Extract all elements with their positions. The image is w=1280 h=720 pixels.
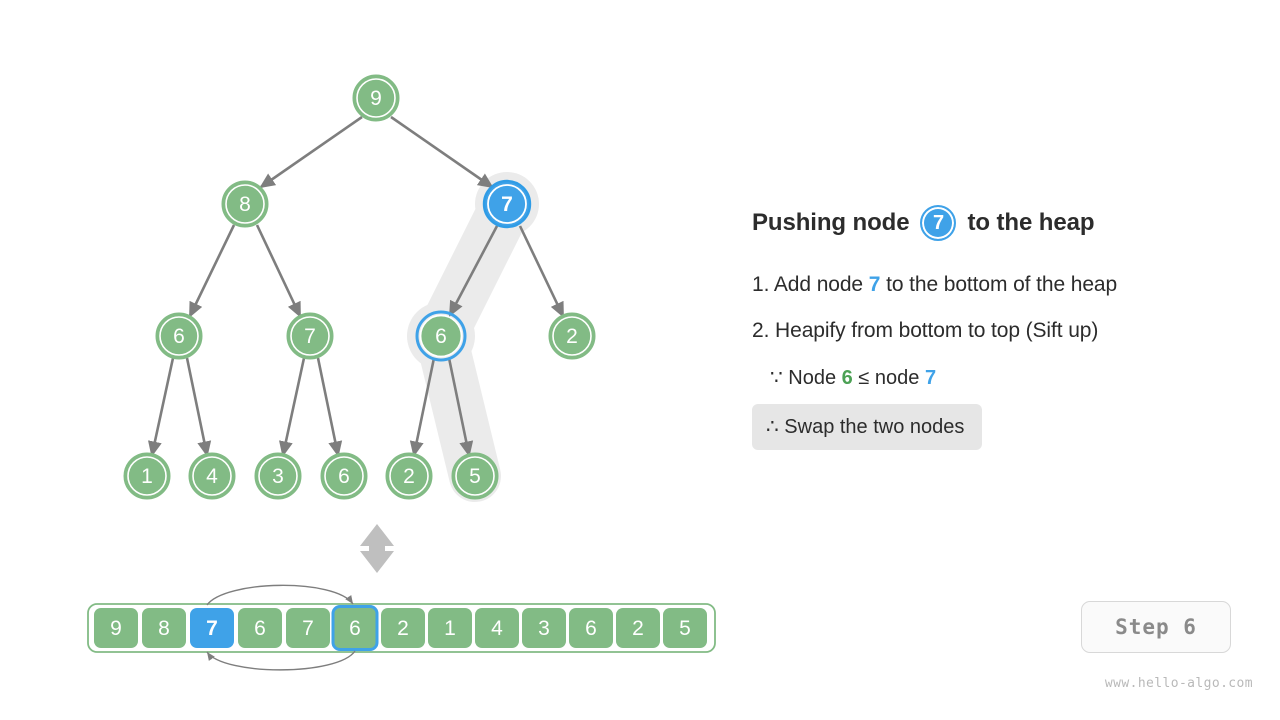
- array-cell-label: 6: [254, 617, 266, 640]
- tree-node[interactable]: 6: [320, 452, 368, 500]
- reason-prefix: Node: [782, 367, 842, 389]
- tree-array-link-arrow: [360, 524, 394, 573]
- tree-node[interactable]: 4: [188, 452, 236, 500]
- step-item-1: 1. Add node 7 to the bottom of the heap: [752, 273, 1252, 297]
- array-cell-label: 7: [206, 617, 218, 640]
- array-cell[interactable]: 6: [238, 608, 282, 648]
- step-2-text: 2. Heapify from bottom to top (Sift up): [752, 319, 1099, 342]
- tree-node-label: 7: [304, 325, 316, 348]
- tree-node-label: 6: [338, 465, 350, 488]
- tree-node-label: 2: [566, 325, 578, 348]
- reason-right-value: 7: [924, 367, 937, 389]
- array-cell[interactable]: 4: [475, 608, 519, 648]
- array-representation: 9 8 7 6 7 6 2: [87, 603, 716, 653]
- array-cell-label: 3: [538, 617, 550, 640]
- tree-node-label: 8: [239, 193, 251, 216]
- array-cell-label: 2: [397, 617, 409, 640]
- tree-node-active[interactable]: 7: [482, 179, 532, 229]
- tree-node-label: 5: [469, 465, 481, 488]
- tree-node-label: 7: [501, 193, 513, 216]
- tree-node-label: 1: [141, 465, 153, 488]
- reason-left-value: 6: [841, 367, 853, 389]
- tree-node-label: 9: [370, 87, 382, 110]
- array-cell[interactable]: 9: [94, 608, 138, 648]
- step-1-prefix: 1. Add node: [752, 273, 869, 296]
- tree-node-target[interactable]: 6: [415, 310, 467, 362]
- panel-title-node-chip: 7: [920, 205, 957, 241]
- tree-node-label: 2: [403, 465, 415, 488]
- tree-node-label: 6: [435, 325, 447, 348]
- array-cell-label: 5: [679, 617, 691, 640]
- array-cell[interactable]: 1: [428, 608, 472, 648]
- tree-node[interactable]: 8: [221, 180, 269, 228]
- array-cell[interactable]: 2: [381, 608, 425, 648]
- array-cell[interactable]: 7: [286, 608, 330, 648]
- tree-node-label: 3: [272, 465, 284, 488]
- array-cell[interactable]: 8: [142, 608, 186, 648]
- array-swap-arc: [206, 584, 356, 671]
- array-cell[interactable]: 6: [569, 608, 613, 648]
- because-symbol: ∵: [770, 367, 783, 389]
- array-cell[interactable]: 2: [616, 608, 660, 648]
- tree-node[interactable]: 5: [451, 452, 499, 500]
- array-cell-label: 6: [585, 617, 597, 640]
- tree-node[interactable]: 6: [155, 312, 203, 360]
- reason-line: ∵ Node 6 ≤ node 7: [770, 365, 1252, 390]
- array-cell-label: 1: [444, 617, 456, 640]
- conclusion-text: Swap the two nodes: [778, 416, 965, 438]
- therefore-symbol: ∴: [766, 416, 779, 438]
- tree-node[interactable]: 1: [123, 452, 171, 500]
- array-cell-active[interactable]: 7: [190, 608, 234, 648]
- array-cell-label: 6: [349, 617, 361, 640]
- tree-node[interactable]: 2: [548, 312, 596, 360]
- tree-node[interactable]: 7: [286, 312, 334, 360]
- tree-node-label: 6: [173, 325, 185, 348]
- description-panel: Pushing node 7 to the heap 1. Add node 7…: [752, 205, 1252, 450]
- array-cell-label: 4: [491, 617, 503, 640]
- panel-title-prefix: Pushing node: [752, 209, 910, 236]
- tree-nodes: 9 8 7 6 7: [123, 74, 596, 500]
- tree-node[interactable]: 2: [385, 452, 433, 500]
- steps-list: 1. Add node 7 to the bottom of the heap …: [752, 273, 1252, 450]
- tree-node-label: 4: [206, 465, 218, 488]
- step-1-value: 7: [868, 273, 881, 296]
- tree-edges: [147, 115, 565, 458]
- step-badge[interactable]: Step 6: [1081, 601, 1231, 653]
- reason-operator: ≤ node: [852, 367, 925, 389]
- tree-node[interactable]: 9: [352, 74, 400, 122]
- conclusion-box: ∴ Swap the two nodes: [752, 404, 983, 450]
- panel-title: Pushing node 7 to the heap: [752, 205, 1252, 241]
- tree-node[interactable]: 3: [254, 452, 302, 500]
- step-1-suffix: to the bottom of the heap: [880, 273, 1118, 296]
- array-cell[interactable]: 5: [663, 608, 707, 648]
- array-cell-label: 2: [632, 617, 644, 640]
- array-cell-label: 8: [158, 617, 170, 640]
- array-cell-label: 9: [110, 617, 122, 640]
- array-cell-target[interactable]: 6: [331, 605, 379, 651]
- array-cell[interactable]: 3: [522, 608, 566, 648]
- array-cell-label: 7: [302, 617, 314, 640]
- panel-title-suffix: to the heap: [967, 209, 1095, 236]
- step-item-2: 2. Heapify from bottom to top (Sift up): [752, 319, 1252, 343]
- footer-url: www.hello-algo.com: [1104, 676, 1253, 691]
